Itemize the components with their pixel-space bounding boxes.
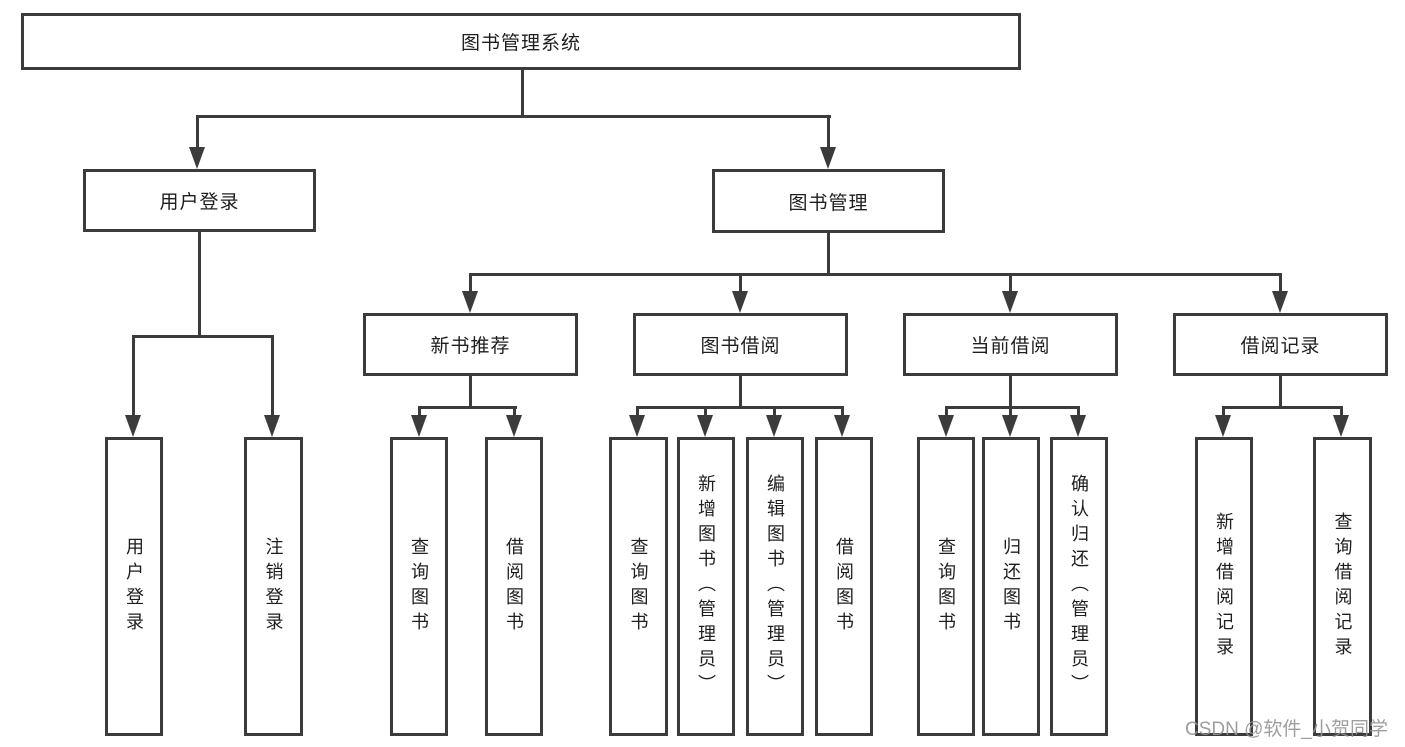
node-label: 图书借阅 <box>700 336 781 357</box>
node-label: 归还图书 <box>1001 536 1021 637</box>
arrow-down-icon <box>1272 291 1288 313</box>
arrow-down-icon <box>697 415 713 437</box>
leaf-user-login: 用户登录 <box>105 437 163 736</box>
node-label: 编辑图书（管理员） <box>765 474 785 699</box>
node-new-book-recommendation: 新书推荐 <box>363 313 578 376</box>
connector-line <box>1222 406 1343 409</box>
connector-line <box>1009 273 1012 295</box>
connector-line <box>945 406 1080 409</box>
leaf-borrow-books-recommend: 借阅图书 <box>485 437 543 736</box>
connector-line <box>132 335 274 338</box>
node-label: 图书管理 <box>788 192 869 214</box>
connector-line <box>739 273 742 295</box>
node-label: 注销登录 <box>263 536 284 637</box>
connector-line <box>132 335 135 417</box>
leaf-confirm-return-admin: 确认归还（管理员） <box>1050 437 1108 736</box>
connector-line <box>1009 374 1012 409</box>
connector-line <box>513 406 516 417</box>
connector-line <box>469 273 1282 276</box>
arrow-down-icon <box>766 415 782 437</box>
arrow-down-icon <box>1070 415 1086 437</box>
leaf-add-books-admin: 新增图书（管理员） <box>677 437 735 736</box>
csdn-watermark: CSDN @软件_小贺同学 <box>1185 719 1388 740</box>
connector-line <box>1077 406 1080 417</box>
arrow-down-icon <box>938 415 954 437</box>
arrow-down-icon <box>189 147 205 169</box>
leaf-query-books-current: 查询图书 <box>917 437 975 736</box>
connector-line <box>1222 406 1225 417</box>
arrow-down-icon <box>1002 291 1018 313</box>
connector-line <box>469 374 472 409</box>
arrow-down-icon <box>1002 415 1018 437</box>
connector-line <box>773 406 776 417</box>
connector-line <box>271 335 274 417</box>
connector-line <box>945 406 948 417</box>
arrow-down-icon <box>411 415 427 437</box>
node-label: 查询图书 <box>628 536 649 637</box>
arrow-down-icon <box>834 415 850 437</box>
node-label: 用户登录 <box>124 536 144 637</box>
connector-line <box>827 115 830 149</box>
arrow-down-icon <box>1215 415 1231 437</box>
node-label: 查询借阅记录 <box>1332 511 1353 662</box>
node-library-management-system: 图书管理系统 <box>21 13 1021 70</box>
leaf-query-books-recommend: 查询图书 <box>390 437 448 736</box>
connector-line <box>841 406 844 417</box>
connector-line <box>418 406 517 409</box>
connector-line <box>198 231 201 337</box>
arrow-down-icon <box>125 415 141 437</box>
connector-line <box>521 69 524 117</box>
leaf-borrow-books: 借阅图书 <box>815 437 873 736</box>
node-book-borrowing: 图书借阅 <box>633 313 848 376</box>
connector-line <box>469 273 472 295</box>
arrow-down-icon <box>264 415 280 437</box>
node-borrowing-records: 借阅记录 <box>1173 313 1388 376</box>
node-label: 确认归还（管理员） <box>1069 474 1089 699</box>
node-label: 新书推荐 <box>430 336 511 357</box>
connector-line <box>1009 406 1012 417</box>
node-current-borrowing: 当前借阅 <box>903 313 1118 376</box>
arrow-down-icon <box>732 291 748 313</box>
arrow-down-icon <box>1333 415 1349 437</box>
connector-line <box>1340 406 1343 417</box>
leaf-query-books-borrowing: 查询图书 <box>609 437 668 736</box>
node-label: 图书管理系统 <box>460 33 581 54</box>
arrow-down-icon <box>820 147 836 169</box>
connector-line <box>1279 374 1282 409</box>
connector-line <box>739 374 742 409</box>
node-label: 查询图书 <box>409 536 429 637</box>
node-book-management: 图书管理 <box>712 169 945 233</box>
node-user-login: 用户登录 <box>83 169 316 232</box>
node-label: 查询图书 <box>936 536 956 637</box>
arrow-down-icon <box>629 415 645 437</box>
node-label: 新增图书（管理员） <box>696 474 716 699</box>
connector-line <box>636 406 639 417</box>
node-label: 借阅记录 <box>1240 336 1321 357</box>
connector-line <box>1279 273 1282 295</box>
node-label: 借阅图书 <box>834 536 854 637</box>
connector-line <box>827 231 830 275</box>
connector-line <box>636 406 844 409</box>
connector-line <box>196 115 199 149</box>
leaf-query-borrow-record: 查询借阅记录 <box>1313 437 1372 736</box>
node-label: 借阅图书 <box>504 536 524 637</box>
leaf-logout: 注销登录 <box>244 437 303 736</box>
connector-line <box>418 406 421 417</box>
connector-line <box>196 115 831 118</box>
node-label: 新增借阅记录 <box>1214 511 1234 662</box>
node-label: 用户登录 <box>159 192 240 213</box>
arrow-down-icon <box>462 291 478 313</box>
connector-line <box>704 406 707 417</box>
leaf-edit-books-admin: 编辑图书（管理员） <box>746 437 804 736</box>
node-label: 当前借阅 <box>970 336 1051 357</box>
arrow-down-icon <box>506 415 522 437</box>
leaf-return-books: 归还图书 <box>982 437 1040 736</box>
leaf-add-borrow-record: 新增借阅记录 <box>1195 437 1253 736</box>
